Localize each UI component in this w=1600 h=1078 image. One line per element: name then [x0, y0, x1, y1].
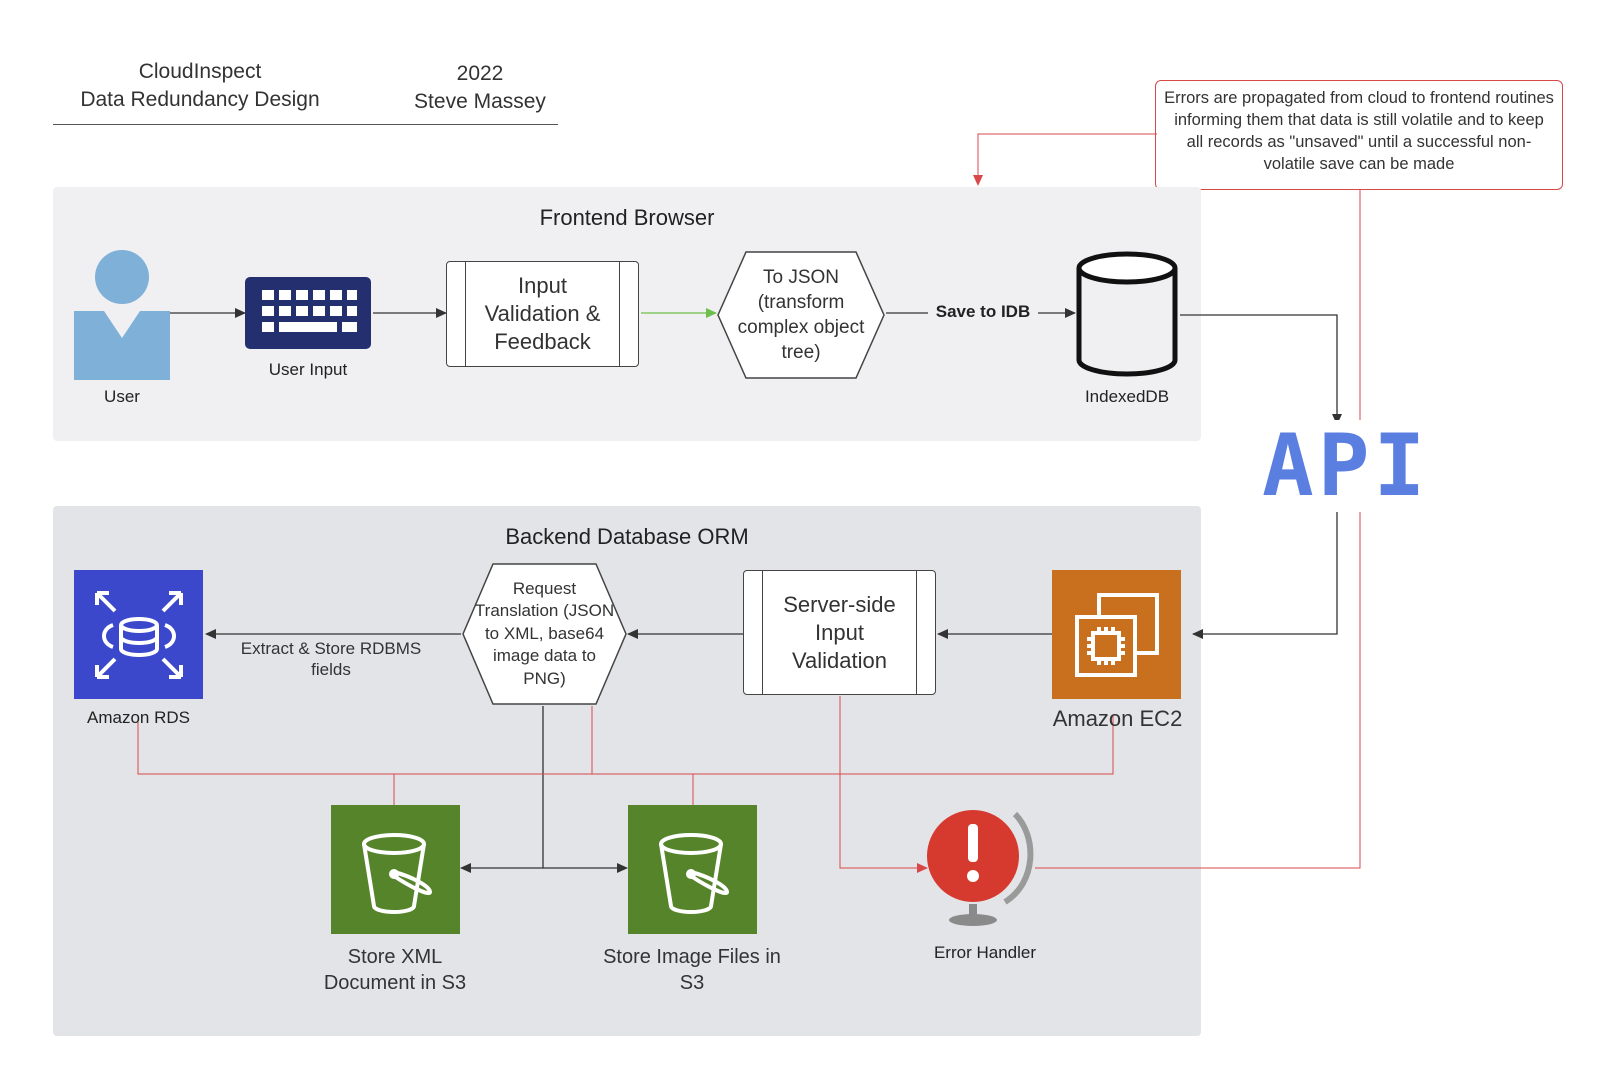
arrow-idb-to-api	[1180, 314, 1342, 425]
user-node	[72, 250, 170, 380]
amazon-rds-icon	[74, 570, 203, 699]
save-to-idb-label: Save to IDB	[928, 302, 1038, 322]
arrow-api-to-ec2	[1192, 508, 1338, 639]
error-propagation-note: Errors are propagated from cloud to fron…	[1155, 80, 1563, 190]
title-line-1: CloudInspect	[138, 60, 262, 83]
user-input-node	[245, 277, 371, 349]
extract-store-label: Extract & Store RDBMS fields	[226, 638, 436, 680]
amazon-ec2-label: Amazon EC2	[1052, 706, 1183, 731]
amazon-ec2-icon	[1052, 570, 1181, 699]
input-validation-label: Input Validation & Feedback	[484, 273, 601, 354]
backend-panel	[53, 506, 1201, 1036]
s3-images-icon	[628, 805, 757, 934]
error-handler-label: Error Handler	[933, 943, 1037, 962]
request-translation-node: Request Translation (JSON to XML, base64…	[461, 562, 628, 706]
amazon-rds-label: Amazon RDS	[87, 708, 190, 727]
server-validation-box: Server-side Input Validation	[743, 570, 936, 695]
indexeddb-node	[1075, 250, 1179, 378]
user-label: User	[104, 387, 140, 406]
user-input-label: User Input	[268, 360, 348, 379]
s3-xml-label: Store XML Document in S3	[323, 946, 467, 994]
server-validation-label: Server-side Input Validation	[783, 591, 896, 673]
frontend-title: Frontend Browser	[539, 205, 715, 230]
request-translation-hexagon	[462, 563, 627, 705]
backend-title: Backend Database ORM	[505, 524, 749, 549]
s3-images-label: Store Image Files in S3	[603, 946, 781, 994]
diagram-title: CloudInspect Data Redundancy Design	[50, 58, 350, 114]
to-json-label: To JSON (transform complex object tree)	[737, 267, 865, 363]
database-cylinder-icon	[1076, 251, 1178, 377]
input-validation-box: Input Validation & Feedback	[446, 261, 639, 367]
year: 2022	[456, 62, 504, 85]
keyboard-icon	[245, 277, 371, 349]
error-lines	[137, 133, 1361, 873]
api-label: API	[1262, 416, 1430, 516]
author: Steve Massey	[414, 90, 546, 113]
error-handler-icon	[925, 806, 1040, 930]
request-translation-label: Request Translation (JSON to XML, base64…	[474, 578, 615, 688]
note-text: Errors are propagated from cloud to fron…	[1164, 89, 1554, 173]
title-line-2: Data Redundancy Design	[80, 88, 320, 111]
title-divider	[53, 124, 558, 125]
diagram-meta: 2022 Steve Massey	[385, 60, 575, 116]
arrow-translation-to-s3-xml	[460, 706, 544, 873]
to-json-node: To JSON (transform complex object tree)	[716, 250, 886, 380]
to-json-hexagon	[717, 251, 885, 379]
user-icon	[74, 250, 170, 380]
s3-xml-icon	[331, 805, 460, 934]
indexeddb-label: IndexedDB	[1084, 387, 1170, 406]
